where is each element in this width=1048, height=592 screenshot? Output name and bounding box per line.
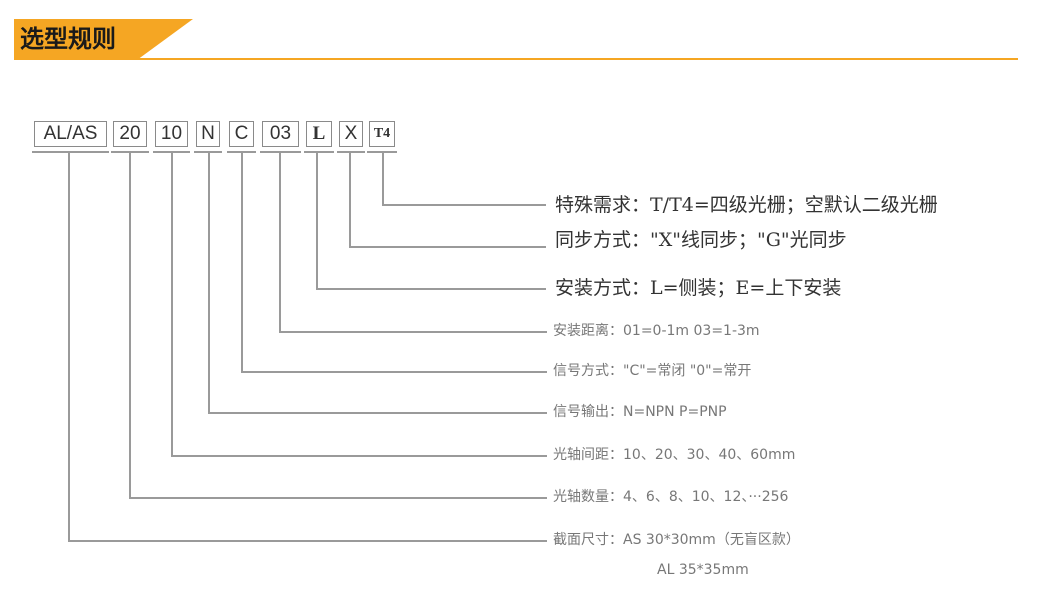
code-segment-axis-spacing: 10 bbox=[155, 121, 188, 147]
desc-mount-method: 安装方式：L=侧装；E=上下安装 bbox=[555, 277, 842, 299]
connector-line bbox=[171, 455, 547, 457]
connector-line bbox=[279, 153, 281, 333]
header-banner bbox=[14, 19, 137, 60]
desc-signal-mode: 信号方式："C"=常闭 "0"=常开 bbox=[553, 363, 752, 379]
code-underline bbox=[260, 151, 301, 153]
desc-axis-spacing: 光轴间距：10、20、30、40、60mm bbox=[553, 447, 796, 463]
code-underline bbox=[337, 151, 365, 153]
connector-line bbox=[382, 204, 546, 206]
connector-line bbox=[68, 153, 70, 542]
code-underline bbox=[32, 151, 109, 153]
header-banner-triangle bbox=[137, 19, 193, 60]
code-segment-axis-count: 20 bbox=[113, 121, 147, 147]
code-underline bbox=[304, 151, 334, 153]
desc-section-size-al: AL 35*35mm bbox=[657, 562, 749, 578]
code-underline bbox=[153, 151, 190, 153]
connector-line bbox=[349, 153, 351, 248]
header-underline bbox=[14, 58, 1018, 60]
connector-line bbox=[241, 153, 243, 373]
desc-section-size: 截面尺寸：AS 30*30mm（无盲区款） bbox=[553, 532, 800, 548]
code-segment-signal-mode: C bbox=[229, 121, 254, 147]
code-underline bbox=[111, 151, 149, 153]
connector-line bbox=[129, 153, 131, 499]
code-underline bbox=[194, 151, 222, 153]
desc-install-distance: 安装距离：01=0-1m 03=1-3m bbox=[553, 323, 760, 339]
desc-sync-method: 同步方式："X"线同步；"G"光同步 bbox=[555, 229, 847, 251]
connector-line bbox=[241, 371, 547, 373]
code-segment-signal-output: N bbox=[196, 121, 220, 147]
code-underline bbox=[367, 151, 397, 153]
connector-line bbox=[208, 153, 210, 414]
page-title: 选型规则 bbox=[20, 25, 116, 53]
code-segment-special: T4 bbox=[369, 121, 395, 147]
connector-line bbox=[208, 412, 547, 414]
connector-line bbox=[171, 153, 173, 457]
code-underline bbox=[227, 151, 256, 153]
connector-line bbox=[68, 540, 547, 542]
code-segment-mount: L bbox=[306, 121, 332, 147]
connector-line bbox=[316, 153, 318, 290]
connector-line bbox=[129, 497, 547, 499]
code-segment-section: AL/AS bbox=[34, 121, 107, 147]
connector-line bbox=[316, 288, 546, 290]
code-segment-sync: X bbox=[339, 121, 363, 147]
desc-signal-output: 信号输出：N=NPN P=PNP bbox=[553, 404, 727, 420]
connector-line bbox=[349, 246, 546, 248]
connector-line bbox=[279, 331, 547, 333]
desc-axis-count: 光轴数量：4、6、8、10、12、···256 bbox=[553, 489, 789, 505]
desc-special-requirement: 特殊需求：T/T4=四级光栅；空默认二级光栅 bbox=[555, 194, 938, 216]
code-segment-distance: 03 bbox=[262, 121, 299, 147]
connector-line bbox=[382, 153, 384, 206]
